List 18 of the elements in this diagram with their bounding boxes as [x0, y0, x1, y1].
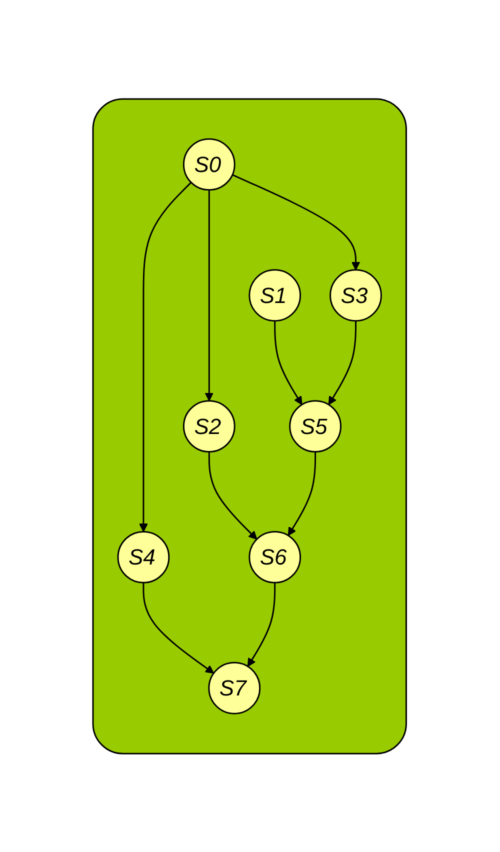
node-circle: S3	[330, 268, 382, 322]
arrow	[143, 582, 214, 674]
node-circle: S2	[183, 400, 236, 452]
arrow	[139, 182, 192, 532]
node-circle: S6	[249, 530, 302, 584]
cluster	[92, 98, 408, 754]
arrow	[232, 174, 361, 270]
node-circle: S0	[183, 138, 236, 190]
node-circle: S1	[249, 268, 302, 322]
arrow	[288, 451, 316, 536]
node-circle: S7	[208, 662, 261, 714]
arrow	[328, 320, 357, 405]
node-circle: S4	[118, 530, 170, 584]
arrow	[248, 582, 276, 667]
arrow	[274, 320, 303, 405]
node-circle: S5	[289, 400, 342, 452]
arrow	[205, 190, 214, 401]
arrow	[208, 451, 258, 540]
